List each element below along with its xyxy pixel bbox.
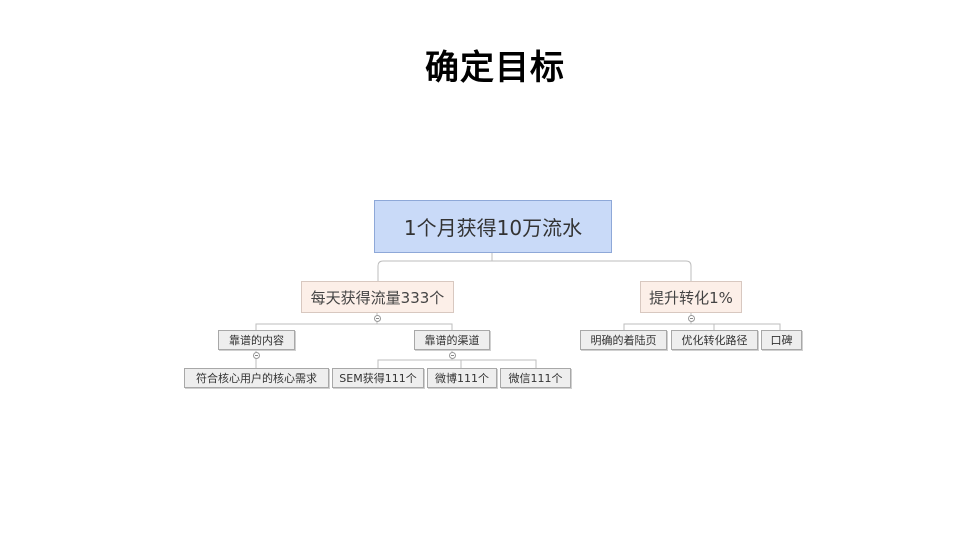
root-node-label: 1个月获得10万流水 xyxy=(403,216,583,240)
subnode-label: 靠谱的内容 xyxy=(229,334,284,347)
leaf-node-label: 微信111个 xyxy=(508,372,563,385)
leaf-node-label: SEM获得111个 xyxy=(339,372,417,385)
subnode-label: 靠谱的渠道 xyxy=(424,334,480,347)
collapse-toggle-icon[interactable] xyxy=(449,352,456,359)
leaf-node-core-needs[interactable]: 符合核心用户的核心需求 xyxy=(184,368,329,388)
leaf-node-weibo[interactable]: 微博111个 xyxy=(427,368,497,388)
subnode-label: 优化转化路径 xyxy=(681,334,748,347)
branch-node-label: 每天获得流量333个 xyxy=(310,288,445,307)
leaf-node-sem[interactable]: SEM获得111个 xyxy=(332,368,424,388)
collapse-toggle-icon[interactable] xyxy=(688,315,695,322)
subnode-label: 口碑 xyxy=(770,334,793,347)
subnode-reliable-channel[interactable]: 靠谱的渠道 xyxy=(414,330,490,350)
subnode-landing-page[interactable]: 明确的着陆页 xyxy=(580,330,667,350)
subnode-reliable-content[interactable]: 靠谱的内容 xyxy=(218,330,295,350)
branch-node-traffic[interactable]: 每天获得流量333个 xyxy=(301,281,454,313)
collapse-toggle-icon[interactable] xyxy=(253,352,260,359)
subnode-label: 明确的着陆页 xyxy=(590,334,657,347)
subnode-word-of-mouth[interactable]: 口碑 xyxy=(761,330,802,350)
branch-node-label: 提升转化1% xyxy=(649,288,733,307)
leaf-node-label: 符合核心用户的核心需求 xyxy=(196,372,317,385)
collapse-toggle-icon[interactable] xyxy=(374,315,381,322)
slide-title: 确定目标 xyxy=(425,48,565,88)
leaf-node-label: 微博111个 xyxy=(435,372,489,385)
leaf-node-wechat[interactable]: 微信111个 xyxy=(500,368,571,388)
mindmap-root-node[interactable]: 1个月获得10万流水 xyxy=(374,200,612,253)
subnode-optimize-path[interactable]: 优化转化路径 xyxy=(671,330,758,350)
branch-node-conversion[interactable]: 提升转化1% xyxy=(640,281,742,313)
